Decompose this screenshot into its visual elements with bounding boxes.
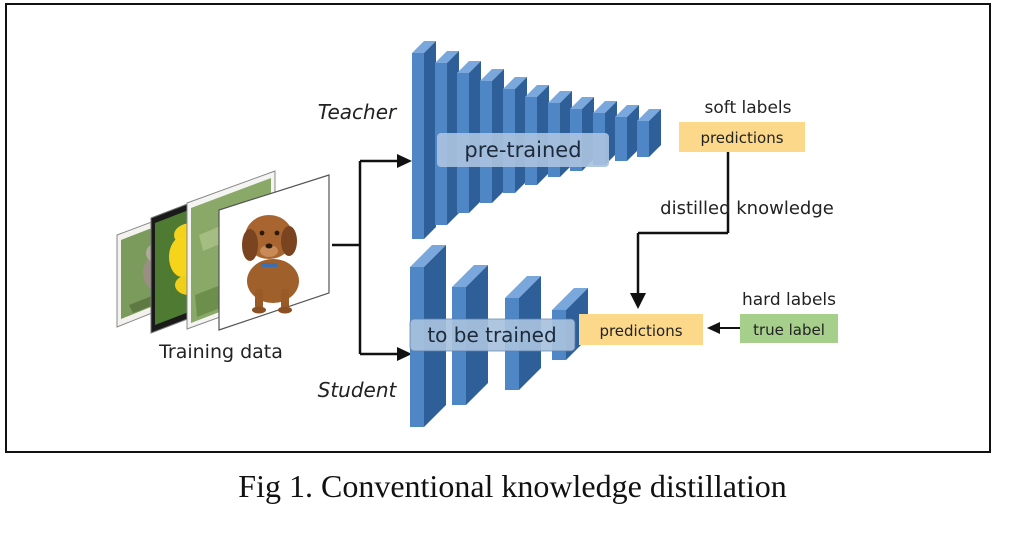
teacher-network: pre-trained Teacher (318, 41, 661, 239)
student-label: Student (318, 378, 398, 402)
arrow-to-teacher (397, 154, 412, 168)
true-label-box (740, 314, 838, 343)
tobetrained-label-box (409, 318, 576, 352)
training-data-label: Training data (158, 341, 283, 363)
student-predictions-label: predictions (599, 322, 682, 340)
student-network: to be trained Student (318, 245, 588, 427)
teacher-layer-11 (637, 109, 661, 157)
tobetrained-label: to be trained (427, 323, 556, 347)
teacher-layer-1 (412, 41, 436, 239)
hard-label-arrowhead (707, 322, 720, 334)
teacher-label: Teacher (318, 100, 398, 124)
pretrained-label-box (437, 133, 609, 167)
distill-arrow (636, 152, 730, 295)
teacher-predictions-box (679, 122, 805, 152)
true-label: true label (753, 321, 825, 339)
pretrained-label: pre-trained (464, 138, 581, 162)
teacher-layer-10 (615, 105, 639, 161)
hard-labels-title: hard labels (742, 290, 836, 310)
input-arrows (332, 159, 399, 356)
training-image-dog (218, 174, 330, 331)
soft-labels-title: soft labels (705, 98, 792, 118)
distill-arrowhead (630, 293, 646, 309)
figure-frame: Training data pre-trained Teacher to be … (5, 3, 991, 453)
figure-caption: Fig 1. Conventional knowledge distillati… (238, 468, 787, 504)
training-images: Training data (116, 170, 330, 363)
diagram-canvas: Training data pre-trained Teacher to be … (116, 41, 838, 427)
arrow-to-student (397, 347, 412, 361)
distilled-knowledge-label: distilled knowledge (660, 198, 834, 219)
teacher-predictions-label: predictions (700, 129, 783, 147)
student-predictions-box (579, 314, 703, 345)
